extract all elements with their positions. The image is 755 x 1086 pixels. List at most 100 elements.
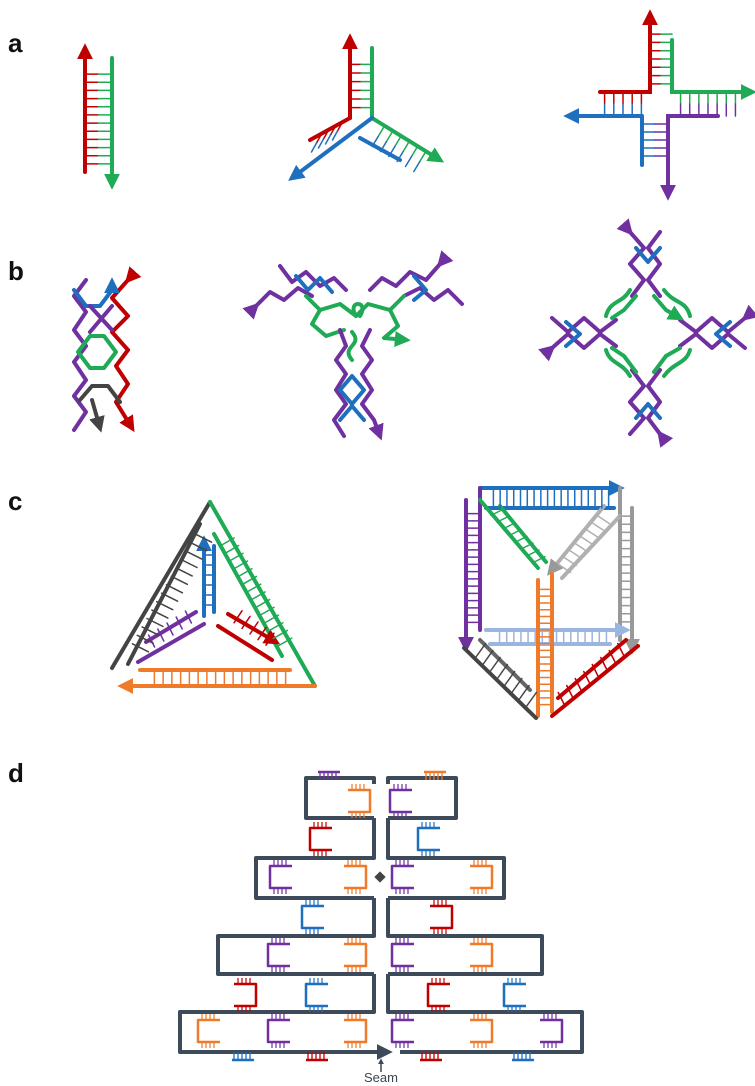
base-pair (514, 528, 522, 534)
base-pair (586, 539, 594, 546)
base-pair (146, 617, 156, 624)
base-pair (248, 575, 258, 582)
base-pair (591, 521, 599, 528)
base-pair (168, 596, 179, 602)
base-pair (591, 532, 599, 539)
staple-loop (416, 826, 440, 852)
base-pair (617, 642, 622, 651)
staple-loop (502, 982, 526, 1008)
base-pair (594, 669, 599, 678)
base-pair (268, 625, 277, 632)
base-pair (310, 142, 318, 153)
base-pair (277, 641, 286, 647)
base-pair (526, 542, 534, 547)
base-pair (419, 150, 427, 163)
panel-label-a: a (8, 28, 23, 58)
base-pair (160, 634, 165, 642)
base-pair (514, 538, 522, 544)
base-pair (149, 630, 159, 636)
base-pair (404, 155, 413, 168)
base-pairs (310, 63, 427, 173)
base-pair (253, 621, 259, 629)
base-pair (265, 638, 271, 646)
base-pair (501, 663, 509, 673)
base-pair (180, 558, 190, 565)
base-pair (261, 626, 267, 635)
staple-loop (470, 942, 494, 968)
base-pair (226, 537, 235, 543)
base-pair (194, 533, 205, 539)
base-pair (523, 684, 530, 694)
base-pair (175, 567, 185, 573)
base-pair (270, 614, 280, 620)
staple-strands (196, 770, 564, 1062)
base-pair (597, 525, 605, 532)
base-pair (511, 684, 518, 694)
base-pair (479, 642, 487, 652)
base-pair (197, 545, 208, 552)
base-pair (496, 508, 504, 514)
base-pair (474, 649, 482, 659)
staple-loop (268, 864, 292, 890)
base-pair (284, 637, 293, 643)
base-pair (516, 677, 523, 687)
base-pair (331, 130, 339, 141)
panel-b-dx-tiles (72, 218, 755, 448)
base-pair (413, 160, 421, 173)
base-pair (557, 691, 562, 700)
base-pair (169, 628, 174, 636)
base-pair (600, 656, 605, 665)
base-pair (228, 556, 237, 563)
base-pair (575, 553, 583, 560)
base-pair (139, 647, 150, 653)
base-pair (388, 145, 396, 158)
base-pair (518, 691, 525, 701)
base-pair (402, 140, 410, 153)
staple-loop (234, 982, 258, 1008)
base-pair (188, 562, 198, 569)
staple-loop (196, 1018, 220, 1044)
base-pair (566, 684, 571, 693)
base-pair (530, 691, 538, 701)
base-pair (574, 677, 579, 686)
base-pair (245, 615, 251, 624)
staple-loop (426, 982, 450, 1008)
base-pair (583, 670, 588, 679)
base-pair (249, 627, 255, 635)
scaffold-frame (178, 776, 584, 1060)
base-pair (532, 558, 540, 564)
staple-loop (308, 826, 332, 852)
base-pair (538, 555, 546, 561)
staple-loop (300, 904, 324, 930)
base-pair (157, 628, 162, 636)
base-pair (324, 134, 332, 145)
staple-loop (344, 942, 368, 968)
panel-d-origami-lattice (178, 770, 584, 1072)
base-pair (202, 537, 213, 543)
staple-loop (348, 788, 372, 814)
base-pair (336, 121, 344, 132)
base-pair (165, 584, 176, 590)
staple-loop (304, 982, 328, 1008)
base-pair (502, 515, 510, 520)
base-pair (496, 518, 504, 523)
base-pair (263, 618, 273, 624)
base-pairs (465, 487, 633, 708)
base-pair (494, 656, 501, 666)
base-pair (520, 545, 528, 550)
four-arm-motif (538, 218, 755, 448)
tetrahedron (110, 500, 317, 694)
base-pair (173, 588, 184, 594)
base-pair (237, 571, 246, 578)
base-pair (502, 525, 510, 530)
base-pair (183, 571, 193, 577)
four-way-junction (563, 9, 755, 201)
base-pair (603, 662, 608, 671)
base-pair (230, 544, 240, 551)
base-pair (166, 622, 171, 630)
base-pair (532, 549, 540, 554)
base-pair (233, 616, 239, 624)
base-pair (160, 592, 171, 598)
base-pair (187, 616, 193, 624)
